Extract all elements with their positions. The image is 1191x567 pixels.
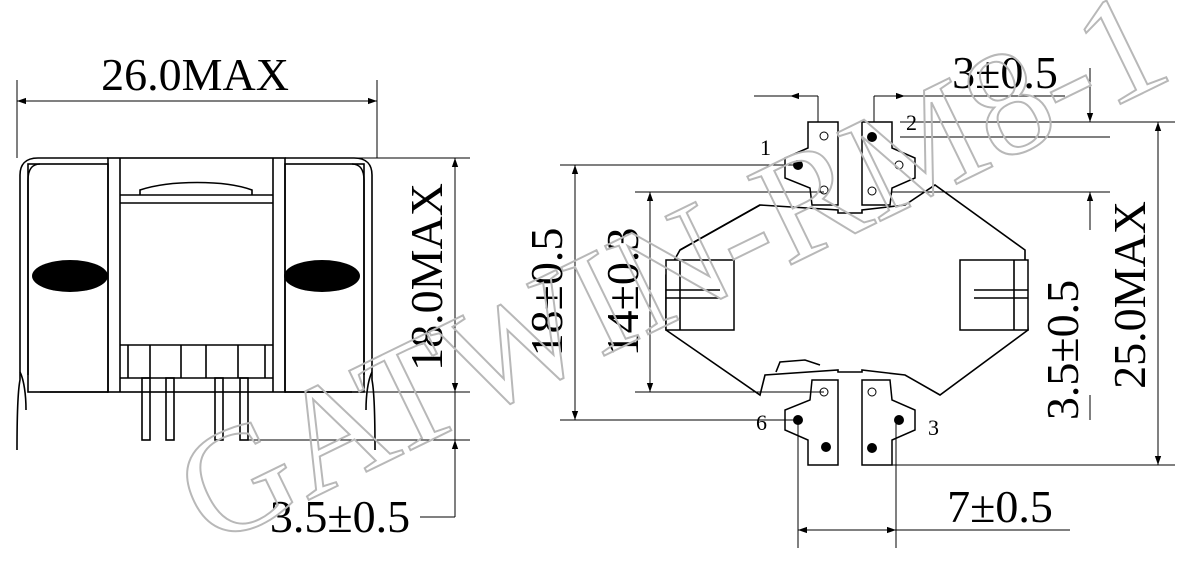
dim-label-pin-bottom: 7±0.5 — [947, 481, 1053, 532]
dim-label-row-inner: 14±0.3 — [597, 228, 648, 357]
pin-view — [560, 68, 1175, 548]
core-oval-right — [284, 260, 360, 292]
dim-label-width: 26.0MAX — [101, 49, 289, 100]
side-view — [16, 80, 470, 518]
dim-label-row-outer: 18±0.5 — [521, 228, 572, 357]
pin-label-1: 1 — [760, 135, 771, 160]
pin-label-6: 6 — [756, 410, 767, 435]
dim-label-pin-top: 3±0.5 — [952, 47, 1058, 98]
dim-label-length: 25.0MAX — [1104, 201, 1155, 389]
dim-label-lead: 3.5±0.5 — [270, 491, 410, 542]
dim-label-offset: 3.5±0.5 — [1037, 280, 1088, 420]
pin-label-2: 2 — [906, 110, 917, 135]
core-oval-left — [32, 260, 108, 292]
dim-label-height: 18.0MAX — [401, 183, 452, 371]
pin-label-3: 3 — [928, 415, 939, 440]
